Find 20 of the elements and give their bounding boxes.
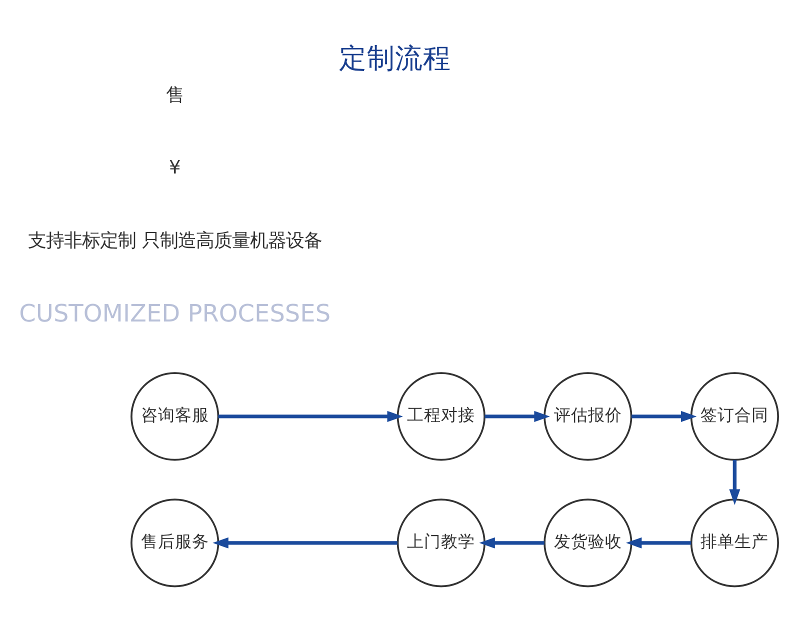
label: ¥	[168, 158, 181, 179]
arrow	[484, 410, 550, 422]
arrow	[632, 410, 697, 422]
node-circle: 发货验收	[544, 498, 632, 588]
node-circle: 评估报价	[544, 372, 632, 461]
node-circle: 排单生产	[690, 498, 779, 588]
node-circle: 工程对接	[396, 372, 486, 461]
label: 支持非标定制 只制造高质量机器设备	[28, 230, 322, 252]
diagram-title: 定制流程	[339, 42, 451, 75]
label: CUSTOMIZED PROCESSES	[19, 300, 331, 328]
node-circle: 咨询客服	[130, 372, 220, 461]
node-circle: 售后服务	[130, 498, 220, 588]
arrow	[479, 537, 544, 548]
arrow	[729, 460, 740, 506]
arrow	[212, 537, 398, 548]
label: 售	[166, 84, 184, 106]
node-circle: 上门教学	[396, 498, 486, 588]
arrow	[218, 410, 403, 422]
node-circle: 签订合同	[690, 372, 779, 461]
arrow	[626, 537, 692, 548]
